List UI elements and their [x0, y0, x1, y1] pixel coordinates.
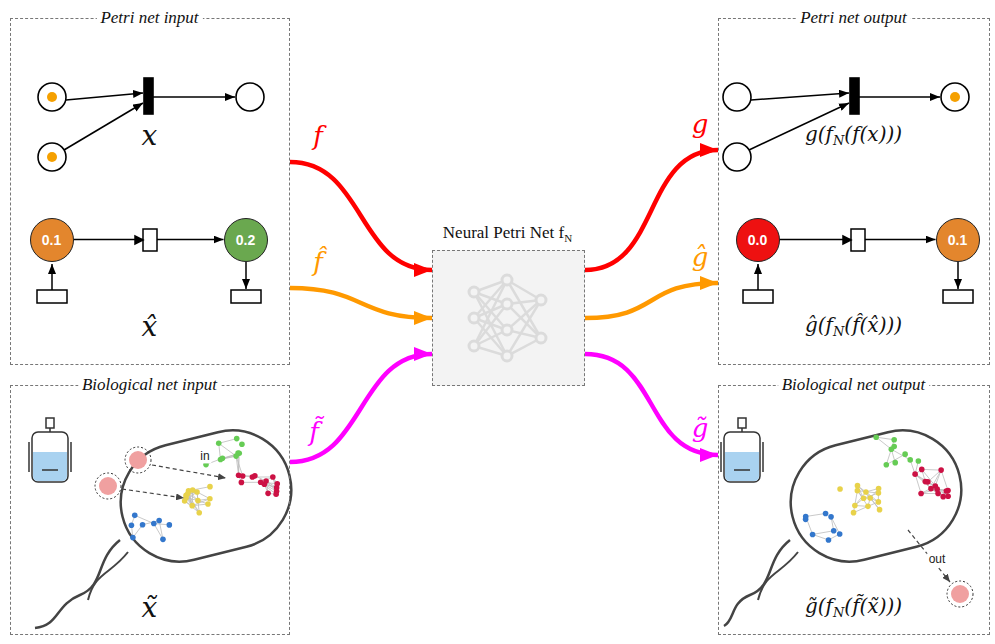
mapping-arrow	[290, 354, 432, 462]
petri-net-input	[38, 78, 264, 171]
mapping-label: ĝ	[692, 243, 709, 272]
input-panel: Biological net inputx̃	[10, 385, 290, 635]
flow-label: in	[198, 450, 211, 463]
mapping-label: g̃	[692, 414, 709, 443]
formula: g̃(fN(f̃(x̃)))	[805, 595, 902, 620]
bioreactor	[29, 418, 71, 482]
formula: ĝ(fN(f̂(x̂)))	[805, 314, 902, 339]
mapping-label: f̂	[313, 248, 323, 277]
metabolite	[95, 447, 973, 607]
panel-heading: Biological net output	[778, 375, 930, 394]
token-value: 0.2	[236, 232, 255, 248]
formula: g(fN(f(x)))	[805, 123, 902, 148]
bioreactor	[721, 418, 763, 482]
formula: x̂	[142, 311, 158, 342]
panel-heading: Petri net output	[796, 8, 911, 27]
output-panel: Biological net outputg̃(fN(f̃(x̃)))	[718, 385, 990, 635]
panel-heading: Biological net input	[78, 375, 221, 394]
place-circle: 0.1	[936, 218, 980, 262]
metabolic-network	[129, 434, 951, 542]
mapping-arrow	[290, 288, 432, 318]
token-value: 0.0	[748, 232, 767, 248]
place-circle: 0.0	[736, 218, 780, 262]
panel-heading: Neural Petri Net fN	[440, 224, 575, 243]
output-panel: Petri net outputg(fN(f(x)))ĝ(fN(f̂(x̂))…	[718, 18, 990, 365]
formula: x	[142, 120, 158, 151]
mapping-arrow	[290, 162, 432, 270]
token-value: 0.1	[948, 232, 967, 248]
token-value: 0.1	[42, 232, 61, 248]
bacterium-cell	[724, 418, 974, 626]
neural-box: Neural Petri Net fN	[432, 250, 585, 386]
petri-net-output	[723, 78, 969, 171]
panel-heading: Petri net input	[96, 8, 202, 27]
place-circle: 0.1	[30, 218, 74, 262]
mapping-label: f̃	[309, 418, 319, 447]
formula: x̃	[142, 592, 158, 623]
mapping-arrow	[585, 283, 718, 318]
bacterium-cell	[35, 418, 304, 628]
mapping-label: g	[692, 110, 709, 139]
flow-label: out	[927, 553, 948, 566]
mapping-label: f	[313, 122, 323, 151]
input-panel: Petri net inputxx̂0.10.2	[10, 18, 290, 365]
place-circle: 0.2	[224, 218, 268, 262]
mapping-arrow	[585, 354, 718, 455]
